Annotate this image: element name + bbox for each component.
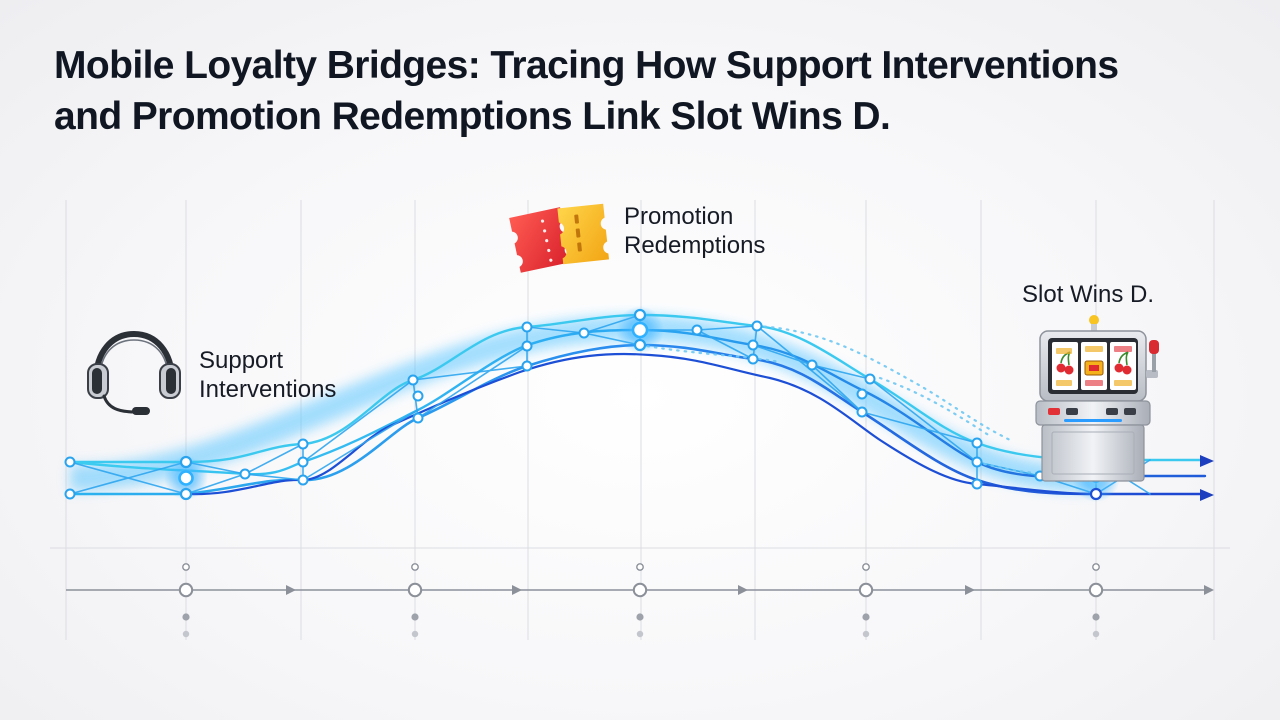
stage-label-line: Support [199,347,284,374]
stage-label-line: Promotion [624,203,734,230]
flow-arrows [1200,455,1214,501]
hub-node-promotion [616,306,664,354]
ticket-icon [509,203,610,273]
flow-nodes [64,320,1046,500]
timeline-marker [178,563,194,638]
page-title-line-2: and Promotion Redemptions Link Slot Wins… [54,95,891,138]
stage-label-promotion: Promotion Redemptions [624,202,765,260]
flow-line-bottom [184,352,1098,496]
page-title-line-1: Mobile Loyalty Bridges: Tracing How Supp… [54,44,1119,87]
stage-label-support: Support Interventions [199,346,336,404]
stage-label-line: Redemptions [624,232,766,259]
flow-line-upper [68,328,1207,479]
hub-node-support [164,455,208,501]
stage-label-slot-wins: Slot Wins D. [1022,280,1154,309]
timeline-markers [178,563,1104,638]
flow-arrow-head-top [1200,455,1214,467]
slot-machine-icon [1035,315,1159,482]
timeline-marker [858,563,874,638]
stage-label-line: Slot Wins D. [1022,281,1155,308]
bar-symbol [1084,360,1104,376]
flow-arrow-head-bottom [1200,489,1214,501]
timeline-marker [632,563,648,638]
stage-label-line: Interventions [199,376,337,403]
page-title: Mobile Loyalty Bridges: Tracing How Supp… [54,40,1254,142]
timeline-marker [1088,563,1104,638]
cherry-symbol [1056,351,1074,375]
timeline [66,563,1214,638]
timeline-marker [407,563,423,638]
headset-icon [87,330,181,415]
cherry-symbol [1114,351,1132,375]
timeline-arrowheads [286,585,1214,595]
